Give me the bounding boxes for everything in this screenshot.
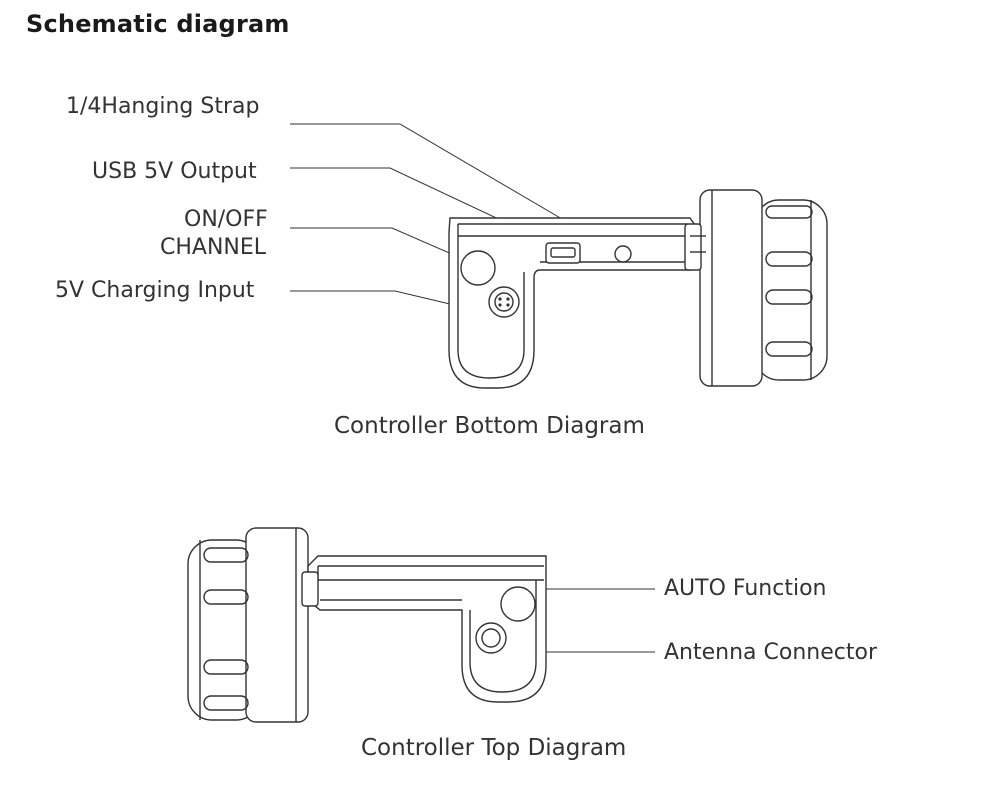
label-auto-function: AUTO Function bbox=[664, 576, 827, 601]
leader-onoff bbox=[290, 227, 471, 263]
controller-bottom-view bbox=[290, 123, 828, 389]
label-channel: CHANNEL bbox=[160, 235, 267, 260]
label-charging-input: 5V Charging Input bbox=[55, 278, 255, 303]
controller-body-bottom bbox=[448, 217, 706, 389]
caption-bottom-diagram: Controller Bottom Diagram bbox=[334, 413, 645, 439]
strap-mount bbox=[614, 245, 632, 263]
label-onoff: ON/OFF bbox=[184, 207, 268, 232]
knob-left bbox=[187, 527, 309, 723]
usb-port bbox=[545, 242, 581, 264]
leader-hanging-strap bbox=[290, 123, 621, 254]
caption-top-diagram: Controller Top Diagram bbox=[361, 735, 627, 761]
label-usb-output: USB 5V Output bbox=[92, 159, 257, 184]
controller-top-view bbox=[187, 527, 655, 723]
page-title: Schematic diagram bbox=[26, 10, 290, 38]
charging-port bbox=[488, 286, 520, 318]
label-antenna-connector: Antenna Connector bbox=[664, 640, 877, 665]
antenna-connector bbox=[475, 622, 507, 654]
label-hanging-strap: 1/4Hanging Strap bbox=[66, 94, 260, 119]
controller-body-top bbox=[301, 555, 547, 703]
auto-button bbox=[500, 586, 536, 622]
knob-right bbox=[699, 189, 828, 387]
onoff-button bbox=[460, 250, 496, 286]
